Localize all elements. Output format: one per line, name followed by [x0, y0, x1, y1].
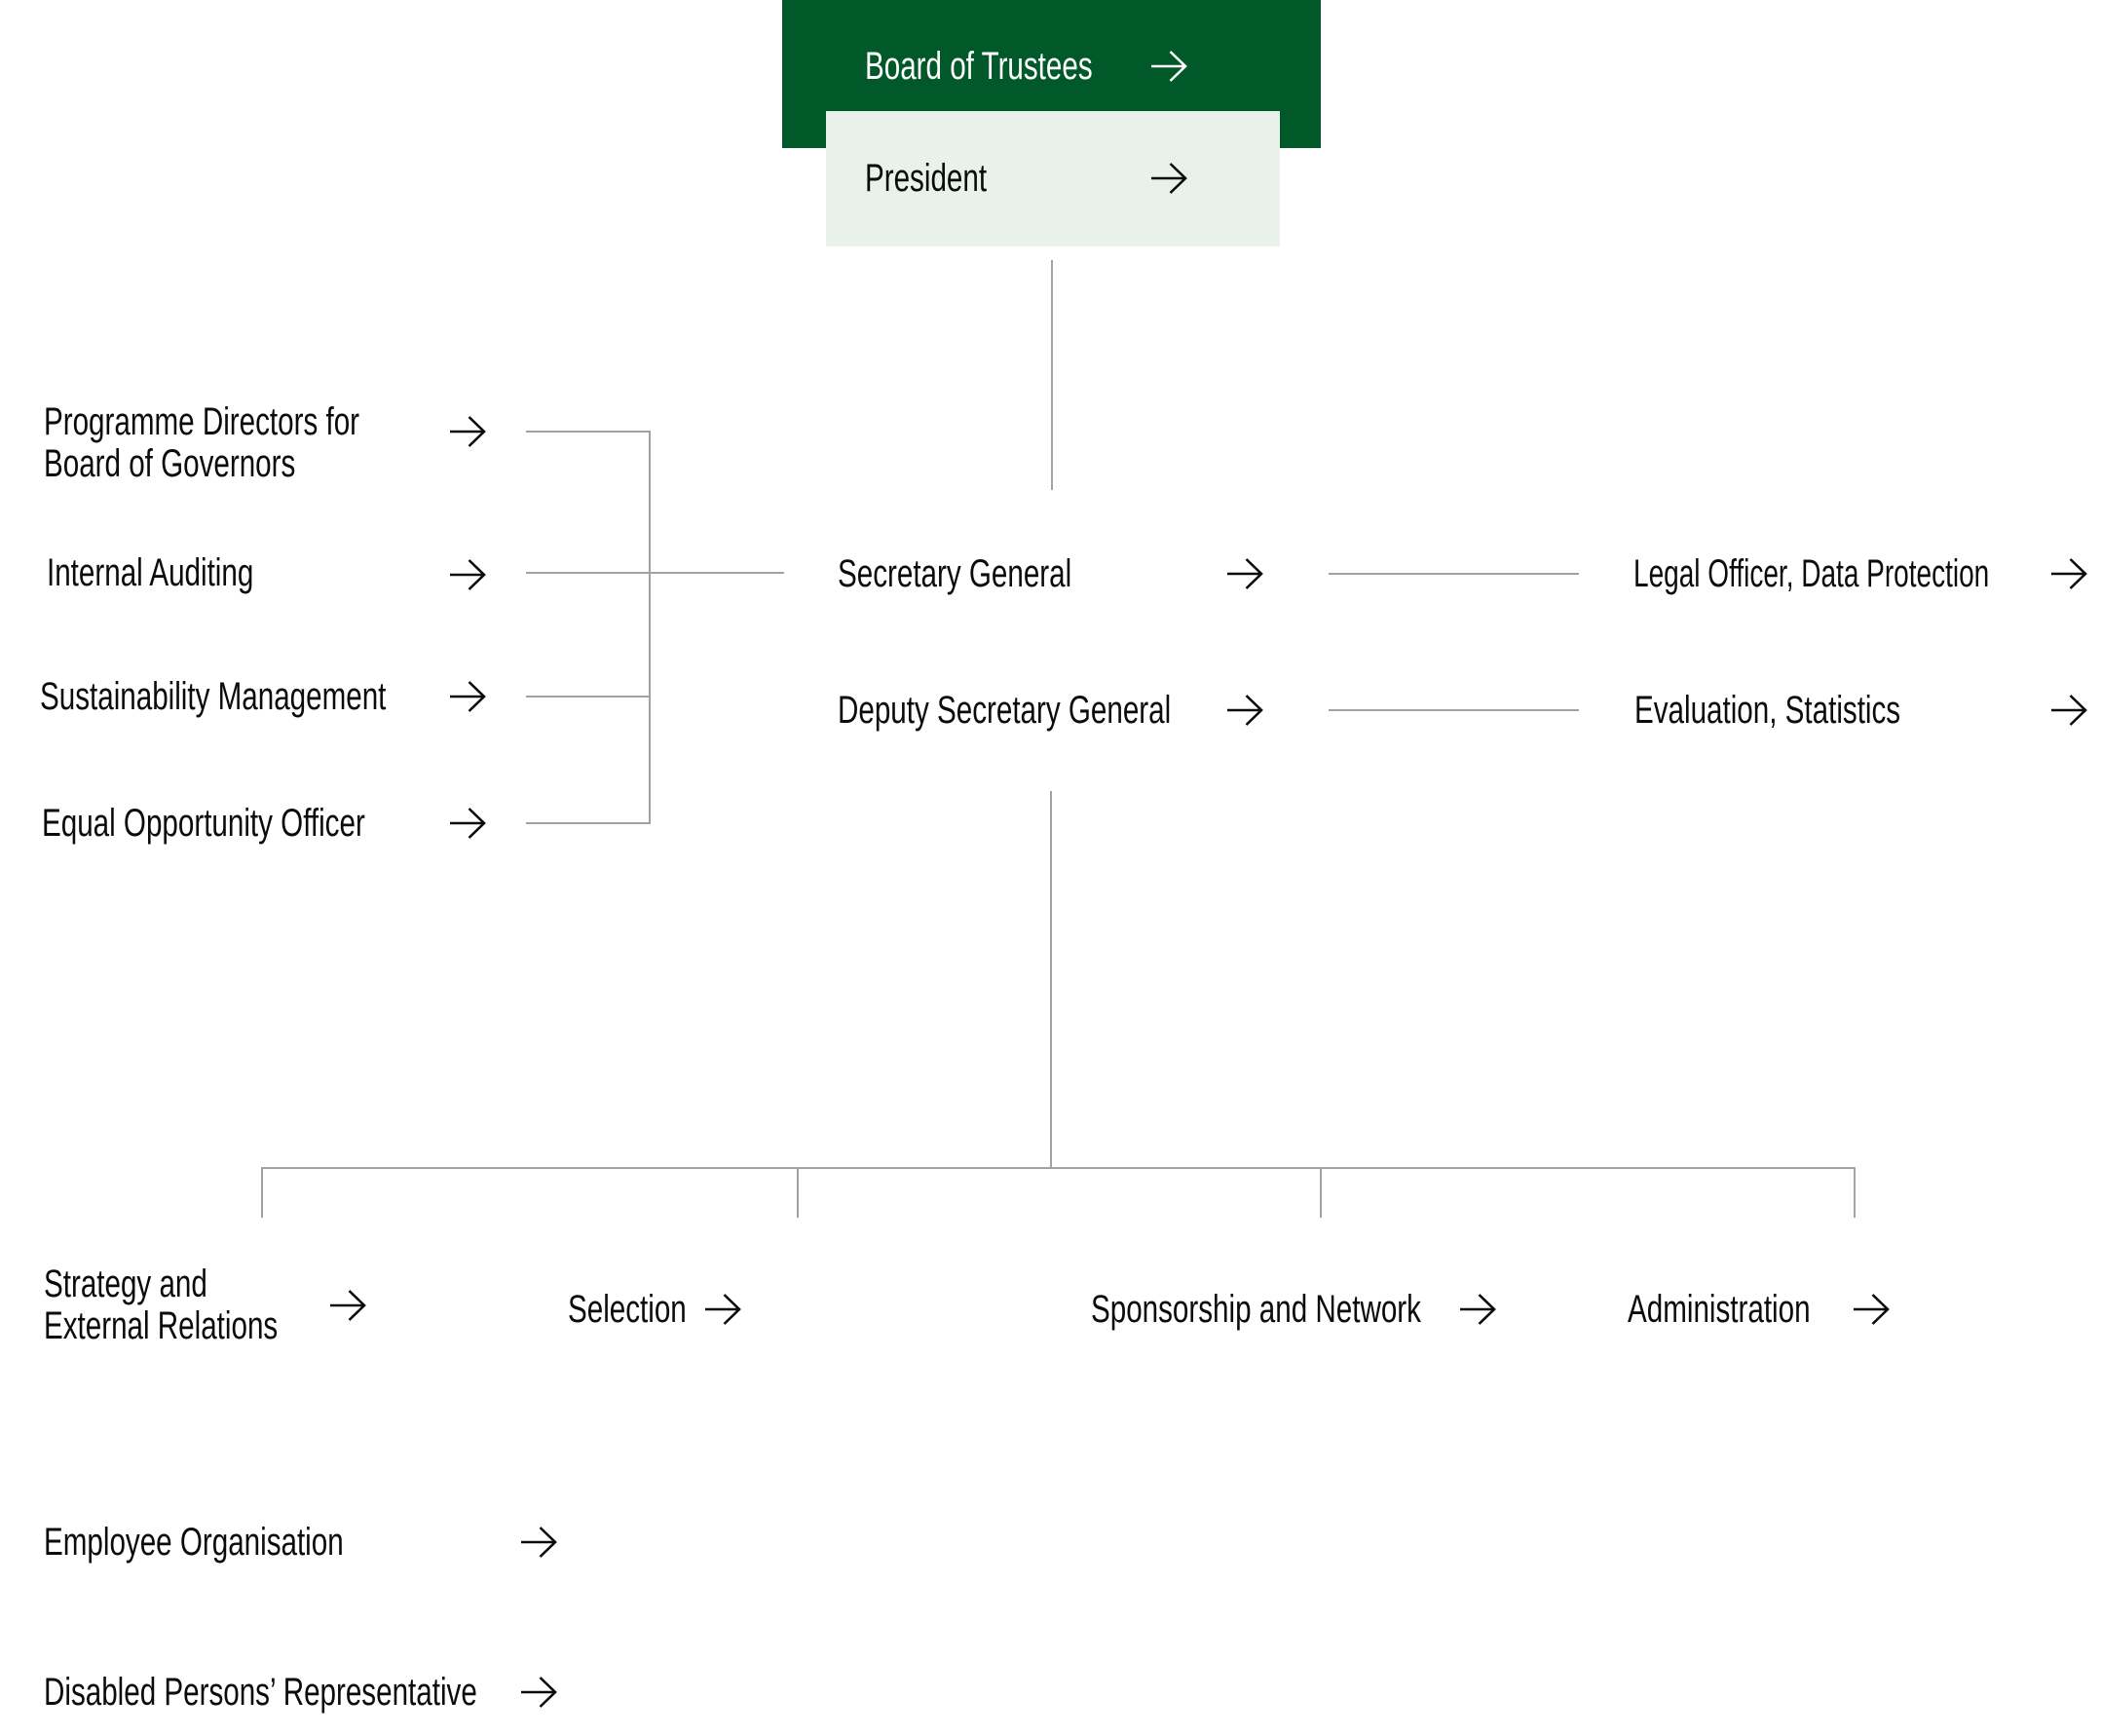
node-president[interactable]: President — [826, 111, 1280, 246]
node-internal-auditing-text: Internal Auditing — [47, 551, 254, 594]
connector-drop-administration — [1854, 1167, 1856, 1218]
connector-left-bracket-vertical — [649, 431, 651, 824]
node-administration-text: Administration — [1628, 1288, 1811, 1331]
arrow-right-icon[interactable] — [519, 1673, 558, 1712]
node-legal-officer-data-protection[interactable]: Legal Officer, Data Protection — [1633, 551, 2101, 596]
arrow-right-icon[interactable] — [1149, 47, 1188, 86]
connector-equal-opportunity-stub — [526, 822, 650, 824]
node-board-of-trustees-label: Board of Trustees — [865, 44, 1173, 89]
node-president-text: President — [865, 157, 988, 200]
arrow-right-icon[interactable] — [448, 555, 487, 594]
node-disabled-persons-representative[interactable]: Disabled Persons’ Representative — [44, 1670, 629, 1715]
node-sustainability-management[interactable]: Sustainability Management — [40, 674, 507, 719]
node-strategy-line2: External Relations — [44, 1304, 279, 1347]
node-deputy-secretary-general[interactable]: Deputy Secretary General — [838, 688, 1288, 733]
node-secretary-general-text: Secretary General — [838, 552, 1072, 595]
arrow-right-icon[interactable] — [1852, 1290, 1891, 1329]
node-employee-organisation[interactable]: Employee Organisation — [44, 1520, 449, 1565]
node-evaluation-statistics-text: Evaluation, Statistics — [1634, 689, 1901, 732]
node-sustainability-management-text: Sustainability Management — [40, 675, 387, 718]
node-equal-opportunity-officer[interactable]: Equal Opportunity Officer — [42, 801, 478, 846]
node-board-of-trustees-text: Board of Trustees — [865, 45, 1093, 88]
arrow-right-icon[interactable] — [1225, 691, 1264, 730]
connector-president-secretary-general — [1051, 260, 1053, 490]
arrow-right-icon[interactable] — [1458, 1290, 1497, 1329]
node-sponsorship-and-network-text: Sponsorship and Network — [1091, 1288, 1421, 1331]
node-administration[interactable]: Administration — [1628, 1287, 1874, 1332]
node-strategy-line1: Strategy and — [44, 1263, 207, 1305]
node-programme-directors-line2: Board of Governors — [44, 442, 296, 485]
connector-internal-auditing-to-secretary-general — [526, 572, 784, 574]
node-disabled-persons-representative-text: Disabled Persons’ Representative — [44, 1671, 477, 1714]
arrow-right-icon[interactable] — [448, 677, 487, 716]
node-selection-text: Selection — [568, 1288, 687, 1331]
arrow-right-icon[interactable] — [448, 804, 487, 843]
arrow-right-icon[interactable] — [2049, 554, 2088, 593]
connector-drop-strategy — [261, 1167, 263, 1218]
node-evaluation-statistics[interactable]: Evaluation, Statistics — [1634, 688, 1994, 733]
node-secretary-general[interactable]: Secretary General — [838, 551, 1154, 596]
node-deputy-secretary-general-text: Deputy Secretary General — [838, 689, 1172, 732]
connector-programme-directors-stub — [526, 431, 650, 433]
node-sponsorship-and-network[interactable]: Sponsorship and Network — [1091, 1287, 1537, 1332]
node-employee-organisation-text: Employee Organisation — [44, 1521, 344, 1564]
connector-bottom-trunk — [261, 1167, 1856, 1169]
arrow-right-icon[interactable] — [2049, 691, 2088, 730]
connector-drop-selection — [797, 1167, 799, 1218]
node-equal-opportunity-officer-text: Equal Opportunity Officer — [42, 802, 365, 845]
node-president-label: President — [865, 156, 1030, 201]
arrow-right-icon[interactable] — [703, 1290, 742, 1329]
connector-drop-sponsorship — [1320, 1167, 1322, 1218]
connector-secretary-general-legal-officer — [1329, 573, 1579, 575]
connector-deputy-secretary-down — [1050, 791, 1052, 1169]
arrow-right-icon[interactable] — [1149, 159, 1188, 198]
arrow-right-icon[interactable] — [1225, 554, 1264, 593]
node-programme-directors-line1: Programme Directors for — [44, 400, 360, 443]
node-selection[interactable]: Selection — [568, 1287, 729, 1332]
arrow-right-icon[interactable] — [328, 1286, 367, 1325]
arrow-right-icon[interactable] — [519, 1523, 558, 1562]
node-legal-officer-text: Legal Officer, Data Protection — [1633, 552, 1990, 595]
node-internal-auditing[interactable]: Internal Auditing — [47, 550, 326, 595]
arrow-right-icon[interactable] — [448, 412, 487, 451]
connector-deputy-secretary-evaluation — [1329, 709, 1579, 711]
connector-sustainability-stub — [526, 696, 650, 698]
